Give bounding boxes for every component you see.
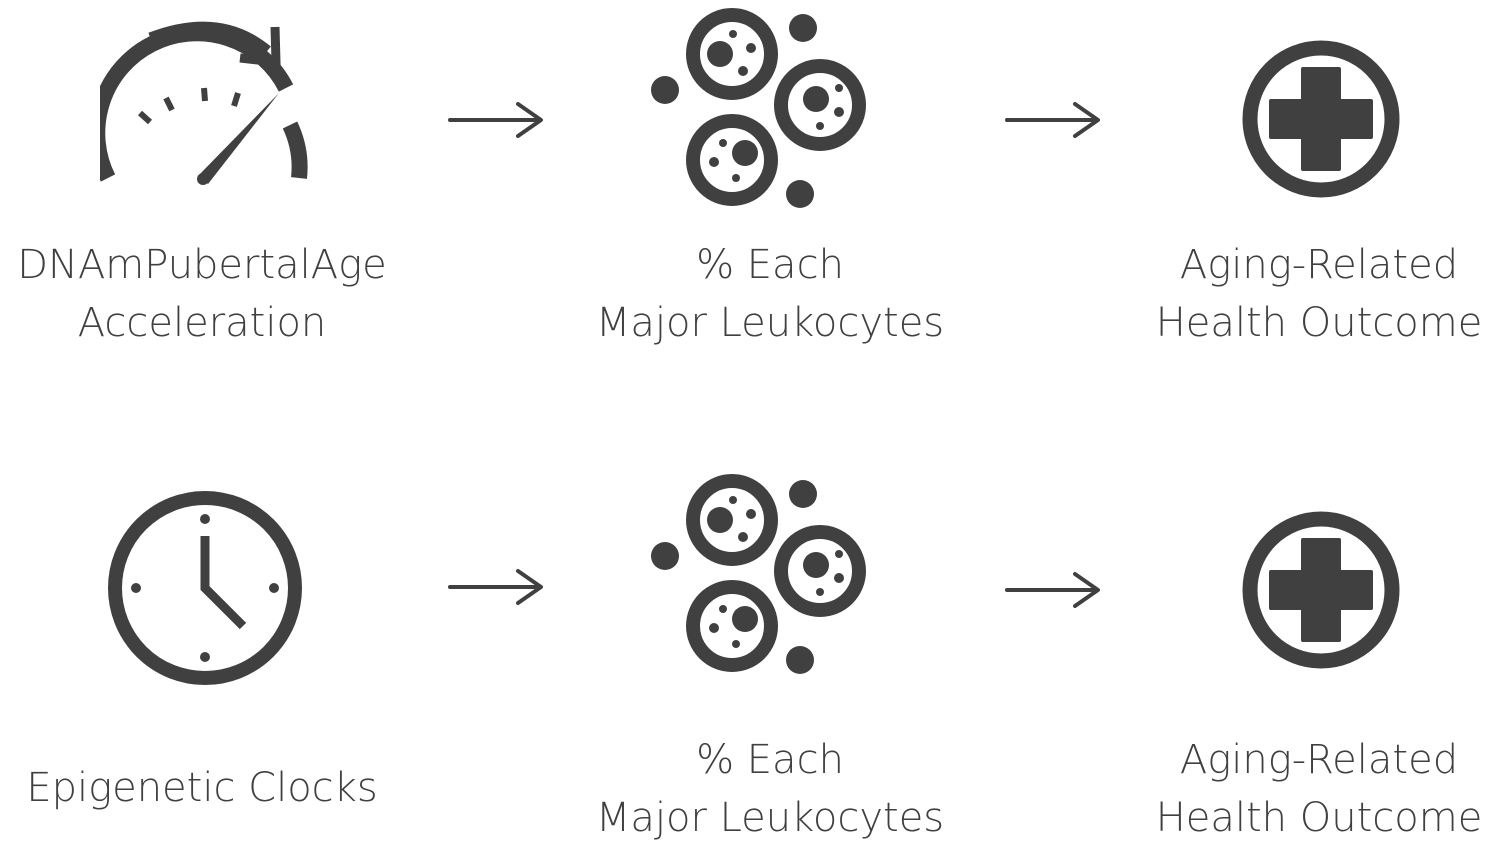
- outcome-label: Aging-Related Health Outcome: [1155, 242, 1483, 346]
- mediator-label: % Each Major Leukocytes: [595, 242, 945, 346]
- source-label: Epigenetic Clocks: [26, 765, 378, 811]
- leukocytes-icon: [648, 470, 880, 680]
- arrow-right-icon: [446, 100, 546, 140]
- clock-icon: [105, 488, 305, 688]
- speedometer-icon: [100, 10, 310, 190]
- outcome-label: Aging-Related Health Outcome: [1155, 737, 1483, 841]
- medical-cross-icon: [1239, 37, 1403, 201]
- mediator-label: % Each Major Leukocytes: [595, 737, 945, 841]
- medical-cross-icon: [1239, 508, 1403, 672]
- leukocytes-icon: [648, 4, 880, 214]
- source-label: DNAmPubertalAge Acceleration: [17, 242, 387, 346]
- arrow-right-icon: [446, 567, 546, 607]
- arrow-right-icon: [1003, 100, 1103, 140]
- arrow-right-icon: [1003, 570, 1103, 610]
